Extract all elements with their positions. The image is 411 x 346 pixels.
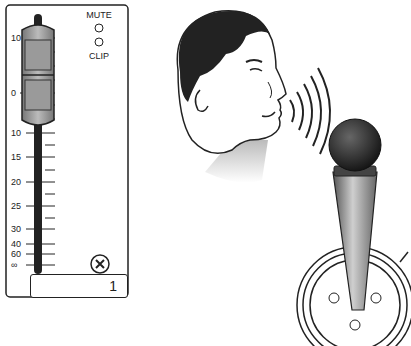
clip-label: CLIP bbox=[89, 51, 109, 61]
scale-mark: ∞ bbox=[11, 260, 17, 270]
scale-mark: 25 bbox=[11, 201, 21, 211]
clip-led bbox=[95, 38, 103, 46]
mute-button bbox=[91, 255, 109, 273]
channel-number: 1 bbox=[109, 278, 117, 294]
scale-mark: 0 bbox=[11, 88, 16, 98]
mute-label: MUTE bbox=[86, 10, 112, 20]
fader-knob bbox=[22, 25, 54, 125]
scale-mark: 60 bbox=[11, 249, 21, 259]
head-illustration bbox=[177, 11, 286, 183]
microphone bbox=[329, 119, 381, 310]
channel-number-box: 1 bbox=[30, 274, 128, 298]
scale-mark: 10 bbox=[11, 128, 21, 138]
scale-mark: 20 bbox=[11, 177, 21, 187]
channel-strip bbox=[6, 5, 128, 297]
mute-led bbox=[95, 24, 103, 32]
sound-waves bbox=[290, 68, 330, 154]
scale-mark: 30 bbox=[11, 224, 21, 234]
scale-mark: 10 bbox=[11, 33, 21, 43]
scale-mark: 15 bbox=[11, 152, 21, 162]
scale-mark: 40 bbox=[11, 239, 21, 249]
